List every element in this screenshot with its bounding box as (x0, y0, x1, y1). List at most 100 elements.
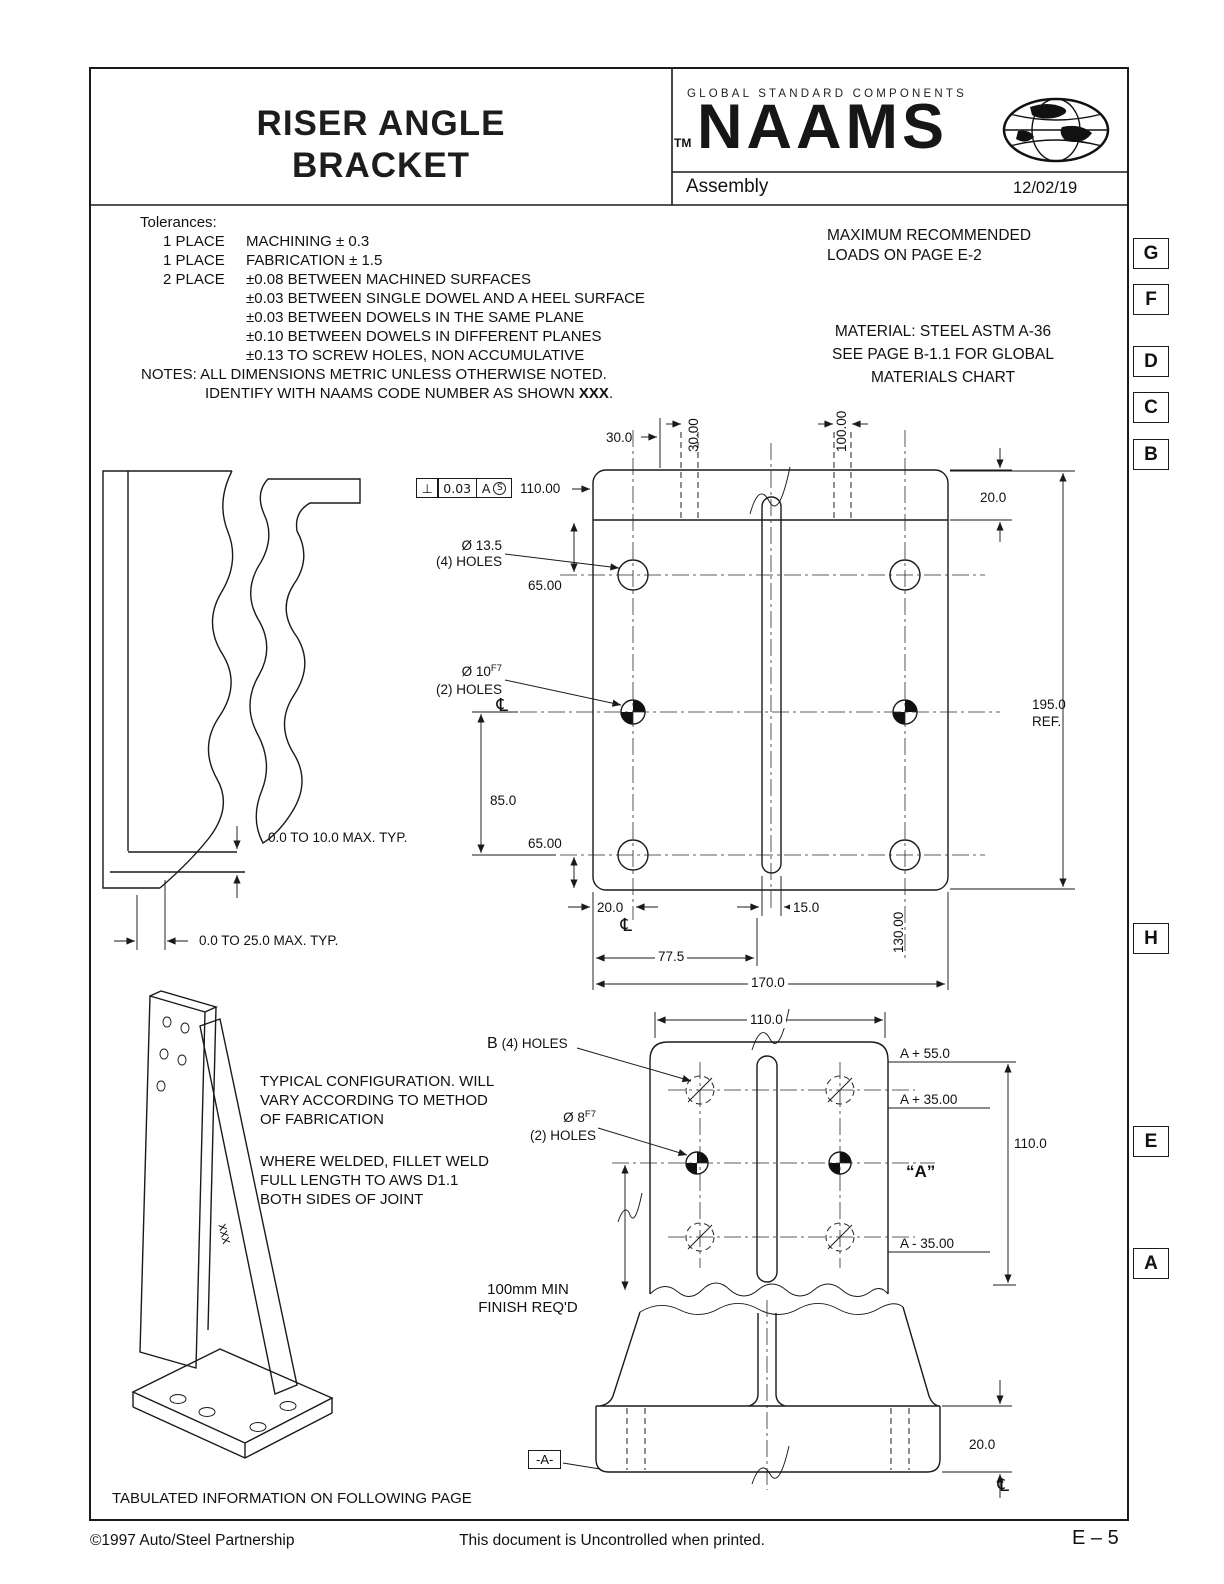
material-note: MATERIAL: STEEL ASTM A-36 SEE PAGE B-1.1… (778, 320, 1108, 389)
dim-110-0-top: 110.0 (747, 1012, 786, 1028)
datum-flag: -A- (528, 1450, 562, 1469)
finish-note-line1: 100mm MIN (487, 1281, 569, 1298)
general-notes: NOTES: ALL DIMENSIONS METRIC UNLESS OTHE… (141, 366, 607, 383)
isometric-view-drawing (131, 990, 334, 1459)
dowel-8-fit-class: F7 (584, 1109, 596, 1120)
page-title-line2: BRACKET (291, 146, 471, 185)
identify-note: IDENTIFY WITH NAAMS CODE NUMBER AS SHOWN… (205, 385, 613, 402)
zone-marker-h: H (1133, 923, 1169, 954)
dowel-hole-qty: (2) HOLES (435, 682, 502, 697)
gap-note-25: 0.0 TO 25.0 MAX. TYP. (196, 933, 342, 949)
tolerance-row: 1 PLACE FABRICATION ± 1.5 (163, 252, 382, 269)
dim-30-00: 30.00 (686, 418, 701, 452)
page-title: RISER ANGLE BRACKET (90, 103, 672, 187)
page-number: E – 5 (1072, 1527, 1119, 1549)
dim-15-0: 15.0 (790, 900, 823, 916)
gdt-tolerance-value: 0.03 (437, 478, 478, 498)
zone-marker-e: E (1133, 1126, 1169, 1157)
clearance-hole-dia: Ø 13.5 (461, 538, 502, 553)
typical-config-note: TYPICAL CONFIGURATION. WILL VARY ACCORDI… (260, 1072, 494, 1129)
tolerance-text: ±0.03 BETWEEN SINGLE DOWEL AND A HEEL SU… (246, 290, 645, 307)
tolerance-text: ±0.03 BETWEEN DOWELS IN THE SAME PLANE (246, 309, 585, 326)
profile-view-drawing (102, 470, 361, 950)
weld-note: WHERE WELDED, FILLET WELD FULL LENGTH TO… (260, 1152, 489, 1209)
tolerance-row: 2 PLACE ±0.08 BETWEEN MACHINED SURFACES (163, 271, 531, 288)
dim-170-0: 170.0 (748, 975, 788, 991)
dim-110-00: 110.00 (520, 481, 561, 496)
hole-pattern-view-drawing (576, 1008, 1016, 1297)
tolerance-place: 1 PLACE (163, 252, 225, 269)
weld-note-line1: WHERE WELDED, FILLET WELD (260, 1153, 489, 1170)
zone-marker-b: B (1133, 439, 1169, 470)
identify-note-prefix: IDENTIFY WITH NAAMS CODE NUMBER AS SHOWN (205, 385, 579, 402)
sheet-frame (89, 67, 1129, 1521)
globe-icon (1002, 97, 1110, 163)
tolerance-text: FABRICATION ± 1.5 (246, 252, 383, 269)
gap-note-10: 0.0 TO 10.0 MAX. TYP. (268, 830, 408, 845)
dim-195-ref: 195.0 REF. (1032, 696, 1066, 730)
tolerance-text: ±0.13 TO SCREW HOLES, NON ACCUMULATIVE (246, 347, 585, 364)
clearance-hole-callout: Ø 13.5 (4) HOLES (418, 538, 502, 570)
material-note-line3: MATERIALS CHART (870, 369, 1016, 386)
document-date: 12/02/19 (1013, 179, 1078, 197)
dim-130-00: 130.00 (891, 911, 906, 953)
dowel-fit-class: F7 (490, 663, 502, 674)
zone-marker-a: A (1133, 1248, 1169, 1279)
dim-85-0: 85.0 (490, 793, 517, 808)
identify-note-suffix: . (608, 385, 614, 402)
b-holes-callout: B(4) HOLES (487, 1036, 568, 1052)
copyright-text: ©1997 Auto/Steel Partnership (90, 1532, 295, 1549)
centerline-symbol: ℄ (618, 915, 635, 936)
page-title-line1: RISER ANGLE (256, 104, 506, 143)
typical-config-line2: VARY ACCORDING TO METHOD (260, 1092, 488, 1109)
dowel-hole-callout: Ø 10F7 (2) HOLES (418, 663, 502, 698)
brand-tagline: GLOBAL STANDARD COMPONENTS (687, 88, 968, 100)
tolerance-row: ±0.13 TO SCREW HOLES, NON ACCUMULATIVE (163, 347, 584, 364)
dowel-8-callout: Ø 8F7 (2) HOLES (508, 1109, 596, 1144)
dim-65-00-lower: 65.00 (528, 836, 562, 851)
dim-30-0: 30.0 (606, 430, 633, 445)
material-condition-modifier-icon: S (493, 481, 507, 495)
finish-note: 100mm MIN FINISH REQ'D (462, 1281, 594, 1317)
tolerance-place: 2 PLACE (163, 271, 225, 288)
tolerance-row: ±0.03 BETWEEN SINGLE DOWEL AND A HEEL SU… (163, 290, 645, 307)
plan-view-drawing (472, 418, 1075, 990)
dowel-8-dia: Ø 8F7 (508, 1109, 596, 1128)
tolerance-row: ±0.03 BETWEEN DOWELS IN THE SAME PLANE (163, 309, 584, 326)
tolerance-text: ±0.08 BETWEEN MACHINED SURFACES (246, 271, 531, 288)
gdt-datum-letter: A (481, 480, 491, 496)
centerline-symbol: ℄ (494, 695, 511, 716)
centerline-symbol: ℄ (995, 1475, 1012, 1496)
dim-195-value: 195.0 (1032, 697, 1066, 712)
typical-config-line3: OF FABRICATION (260, 1111, 384, 1128)
dowel-8-qty: (2) HOLES (529, 1128, 596, 1143)
dim-65-00-upper: 65.00 (528, 578, 562, 593)
dowel-dia-value: Ø 10 (461, 664, 491, 679)
dim-a-plus-35: A + 35.00 (900, 1092, 958, 1107)
zone-marker-d: D (1133, 346, 1169, 377)
weld-note-line2: FULL LENGTH TO AWS D1.1 (260, 1172, 459, 1189)
trademark-mark: TM (674, 136, 692, 150)
tolerance-text: MACHINING ± 0.3 (246, 233, 370, 250)
loads-note-line2: LOADS ON PAGE E-2 (827, 247, 982, 264)
zone-marker-f: F (1133, 284, 1169, 315)
dim-110-0-right: 110.0 (1014, 1136, 1047, 1151)
dowel-8-dia-value: Ø 8 (563, 1110, 585, 1125)
datum-a-callout: “A” (906, 1162, 936, 1181)
tolerance-text: ±0.10 BETWEEN DOWELS IN DIFFERENT PLANES (246, 328, 602, 345)
document-subtitle: Assembly (686, 176, 769, 197)
clearance-hole-qty: (4) HOLES (435, 554, 502, 569)
dim-20-0-bottom: 20.0 (597, 900, 624, 915)
b-hole-letter: B (487, 1035, 498, 1052)
gdt-perpendicularity-icon: ⊥ (415, 478, 439, 498)
tolerances-heading: Tolerances: (140, 214, 217, 231)
dowel-hole-dia: Ø 10F7 (418, 663, 502, 682)
uncontrolled-notice: This document is Uncontrolled when print… (459, 1532, 765, 1549)
material-note-line2: SEE PAGE B-1.1 FOR GLOBAL (832, 346, 1054, 363)
dim-20-0-base: 20.0 (966, 1437, 999, 1453)
elevation-view-drawing (562, 1300, 1012, 1498)
